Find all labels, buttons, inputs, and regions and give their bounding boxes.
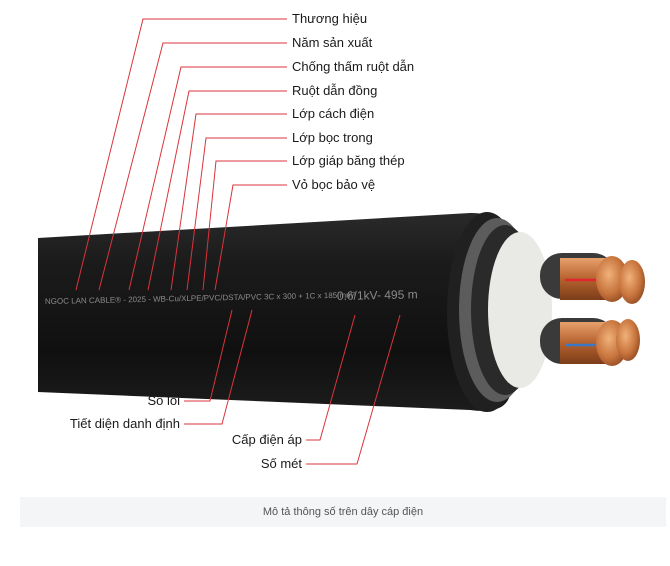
cable-diagram: NGOC LAN CABLE® - 2025 - WB-Cu/XLPE/PVC/…	[38, 11, 645, 471]
caption-bar: Mô tả thông số trên dây cáp điện	[20, 497, 666, 527]
label-core-count: Số lõi	[147, 393, 180, 408]
label-copper-conductor: Ruột dẫn đồng	[292, 83, 378, 98]
image-caption: Mô tả thông số trên dây cáp điện	[262, 506, 424, 518]
core-right-top	[619, 260, 645, 304]
core-right-bottom	[616, 319, 640, 361]
leader-lines-bottom	[184, 309, 401, 465]
label-insulation: Lớp cách điện	[292, 106, 375, 121]
label-inner-sheath: Lớp bọc trong	[292, 130, 373, 145]
leader-lines-top	[75, 18, 287, 291]
core-bottom	[540, 318, 628, 366]
label-voltage: Cấp điện áp	[231, 432, 302, 447]
outer-jacket	[38, 212, 510, 411]
label-nominal-section: Tiết diện danh định	[69, 416, 180, 431]
label-waterproof: Chống thấm ruột dẫn	[292, 59, 415, 74]
cable-print-large: 0.6/1kV- 495 m	[337, 287, 418, 303]
label-outer-jacket: Vỏ bọc bảo vệ	[292, 177, 376, 192]
label-length: Số mét	[260, 456, 302, 471]
filler	[488, 232, 552, 388]
label-year: Năm sản xuất	[292, 35, 373, 50]
label-brand: Thương hiệu	[292, 11, 368, 26]
svg-text:0.6/1kV- 495 m: 0.6/1kV- 495 m	[337, 287, 418, 303]
cable-illustration: NGOC LAN CABLE® - 2025 - WB-Cu/XLPE/PVC/…	[38, 18, 645, 465]
label-steel-tape: Lớp giáp băng thép	[292, 153, 405, 168]
core-top	[540, 253, 628, 302]
